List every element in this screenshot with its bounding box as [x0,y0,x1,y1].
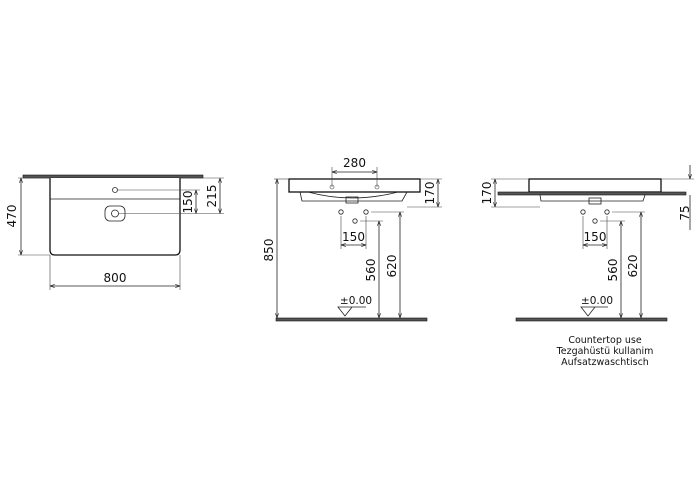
countertop-slab [497,191,687,196]
floor-level: ±0.00 [581,295,613,307]
trap-low-dimension: 560 [364,259,378,282]
note-line-1: Countertop use [568,335,642,346]
bowl-underside [539,194,646,202]
level-marker-icon [580,306,608,317]
level-marker-icon [337,306,366,317]
basin-height-dimension: 170 [423,182,437,205]
height-dimension: 850 [262,239,276,262]
drain [345,196,359,204]
drain-hole [111,209,119,218]
side-view: 170 75 150 560 620 ±0.00 Countertop use … [480,165,694,368]
floor-slab [515,317,668,322]
basin-height-dimension: 170 [480,182,494,205]
above-counter-dimension: 75 [678,205,692,220]
tap-drain-dimension: 150 [181,191,195,214]
trap-high-dimension: 620 [385,255,399,278]
floor-level: ±0.00 [340,295,372,307]
front-view: 280 850 170 150 560 620 ±0.00 [262,156,442,322]
top-view: 470 215 150 800 [5,174,224,290]
trap-high-dimension: 620 [626,255,640,278]
depth-dimension: 470 [5,205,19,228]
floor-slab [275,317,428,322]
trap-spacing-dimension: 150 [342,230,365,244]
width-dimension: 800 [104,271,127,285]
bowl-underside [299,191,408,202]
basin-outline [49,178,181,256]
tap-hole [112,187,118,193]
note-line-2: Tezgahüstü kullanim [556,346,654,357]
trap-holes [338,209,369,224]
drain [588,197,602,205]
tap-edge-dimension: 215 [205,185,219,208]
basin-rim [528,178,662,193]
tap-spacing-dimension: 280 [343,156,366,170]
trap-spacing-dimension: 150 [584,230,607,244]
basin-rim [288,178,421,193]
trap-holes [580,209,610,224]
countertop-slab [22,174,204,179]
trap-low-dimension: 560 [606,259,620,282]
note-line-3: Aufsatzwaschtisch [561,357,649,368]
